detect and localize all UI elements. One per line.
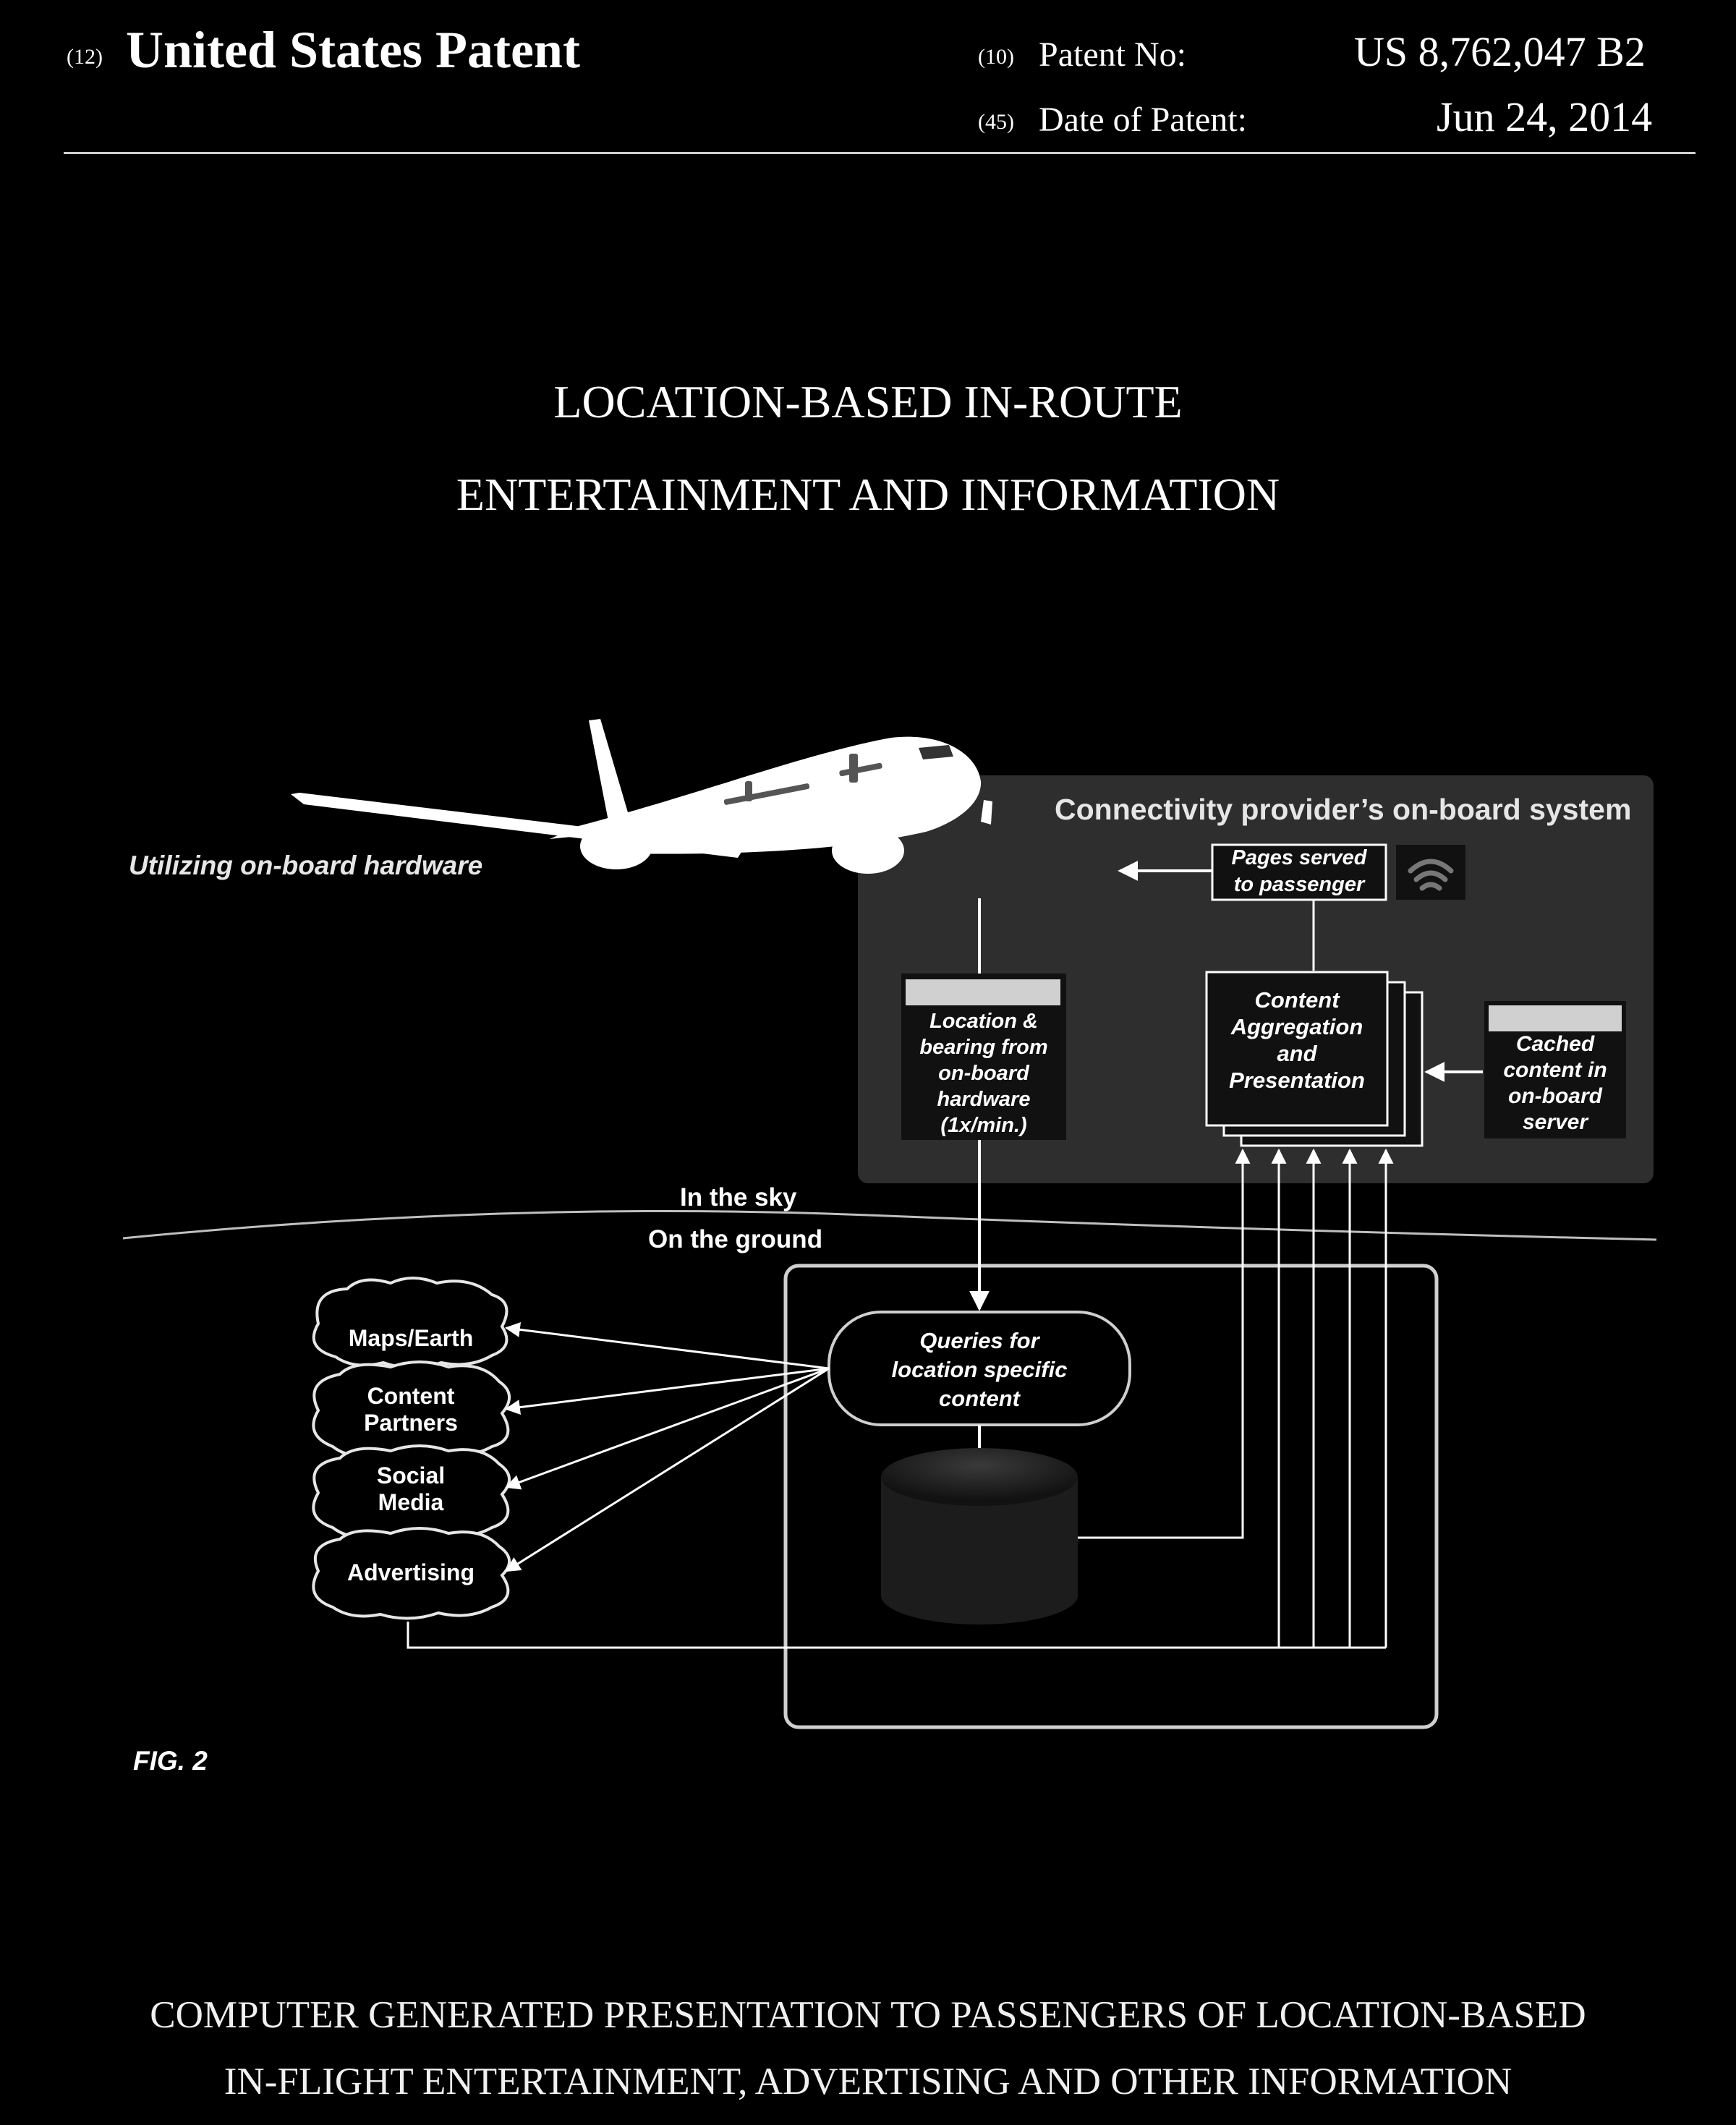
airplane-caption: Utilizing on-board hardware — [129, 851, 482, 881]
social-media-line-1: Social — [318, 1462, 503, 1489]
in-the-sky-label: In the sky — [680, 1183, 796, 1212]
horizon-line — [123, 1211, 1656, 1240]
cached-line-2: content in — [1484, 1057, 1626, 1083]
aggregation-line-3: and — [1207, 1040, 1387, 1067]
location-line-2: bearing from — [901, 1034, 1066, 1060]
queries-line-2: location specific — [829, 1355, 1130, 1384]
location-label: Location & bearing from on-board hardwar… — [901, 1008, 1066, 1138]
on-the-ground-label: On the ground — [648, 1225, 822, 1254]
footer-line-2: IN-FLIGHT ENTERTAINMENT, ADVERTISING AND… — [0, 2048, 1736, 2115]
figure-label: FIG. 2 — [133, 1746, 208, 1776]
queries-label: Queries for location specific content — [829, 1326, 1130, 1413]
cached-line-4: server — [1484, 1110, 1626, 1136]
content-partners-line-1: Content — [318, 1383, 503, 1410]
aggregation-label: Content Aggregation and Presentation — [1207, 987, 1387, 1094]
wifi-icon — [1396, 845, 1465, 900]
queries-line-1: Queries for — [829, 1326, 1130, 1355]
cloud-label-maps-earth: Maps/Earth — [318, 1325, 503, 1352]
onboard-system-title: Connectivity provider’s on-board system — [1055, 793, 1631, 827]
cloud-maps-earth — [314, 1278, 507, 1368]
pages-served-line-1: Pages served — [1212, 845, 1386, 872]
cached-server-icon — [1489, 1005, 1622, 1031]
cached-line-1: Cached — [1484, 1031, 1626, 1057]
content-partners-line-2: Partners — [318, 1410, 503, 1436]
social-media-line-2: Media — [318, 1489, 503, 1516]
aggregation-line-4: Presentation — [1207, 1067, 1387, 1094]
location-line-5: (1x/min.) — [901, 1112, 1066, 1138]
aggregation-line-1: Content — [1207, 987, 1387, 1013]
location-line-4: hardware — [901, 1086, 1066, 1112]
cloud-label-advertising: Advertising — [318, 1559, 503, 1586]
location-line-1: Location & — [901, 1008, 1066, 1034]
footer-caption: COMPUTER GENERATED PRESENTATION TO PASSE… — [0, 1982, 1736, 2115]
aggregation-line-2: Aggregation — [1207, 1013, 1387, 1040]
database-icon — [881, 1448, 1078, 1624]
cloud-label-social-media: Social Media — [318, 1462, 503, 1516]
query-to-cloud-arrows — [506, 1328, 829, 1571]
location-hardware-icon — [906, 979, 1060, 1005]
location-line-3: on-board — [901, 1060, 1066, 1086]
cached-line-3: on-board — [1484, 1083, 1626, 1110]
queries-line-3: content — [829, 1384, 1130, 1413]
cloud-label-content-partners: Content Partners — [318, 1383, 503, 1436]
cached-label: Cached content in on-board server — [1484, 1031, 1626, 1136]
pages-served-label: Pages served to passenger — [1212, 845, 1386, 898]
pages-served-line-2: to passenger — [1212, 872, 1386, 898]
footer-line-1: COMPUTER GENERATED PRESENTATION TO PASSE… — [0, 1982, 1736, 2048]
